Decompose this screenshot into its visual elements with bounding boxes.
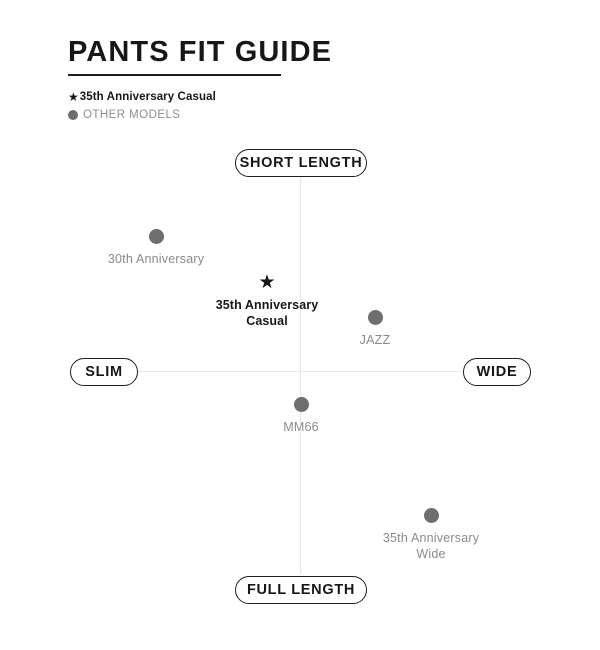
data-point-30th-anniversary: 30th Anniversary (66, 229, 246, 267)
axis-label-slim: SLIM (70, 358, 138, 386)
data-point-35th-anniversary-casual: ★ 35th Anniversary Casual (177, 272, 357, 329)
data-point-label: 35th Anniversary Casual (215, 298, 319, 328)
data-point-mm66: MM66 (211, 397, 391, 435)
data-point-35th-anniversary-wide: 35th Anniversary Wide (341, 508, 521, 562)
star-icon: ★ (258, 272, 276, 293)
legend-item-primary: ★ 35th Anniversary Casual (68, 89, 216, 104)
legend-label-primary: 35th Anniversary Casual (79, 90, 216, 103)
page-title: PANTS FIT GUIDE (68, 36, 333, 68)
axis-label-short-length: SHORT LENGTH (235, 149, 367, 177)
axis-label-wide: WIDE (463, 358, 531, 386)
star-icon: ★ (68, 89, 79, 104)
data-point-jazz: JAZZ (285, 310, 465, 348)
circle-marker-icon (68, 109, 78, 120)
horizontal-axis-line (104, 371, 496, 373)
legend-label-other: OTHER MODELS (83, 108, 181, 121)
data-point-label: JAZZ (359, 333, 391, 347)
data-point-label: 35th Anniversary Wide (382, 531, 480, 561)
circle-marker-icon (423, 508, 439, 523)
title-underline-divider (68, 74, 281, 76)
data-point-label: 30th Anniversary (107, 252, 205, 266)
chart-legend: ★ 35th Anniversary Casual OTHER MODELS (68, 89, 216, 125)
circle-marker-icon (148, 229, 164, 244)
axis-label-full-length: FULL LENGTH (235, 576, 367, 604)
legend-item-other: OTHER MODELS (68, 107, 216, 122)
vertical-axis-line (300, 178, 302, 574)
circle-marker-icon (367, 310, 383, 325)
title-block: PANTS FIT GUIDE (68, 38, 368, 76)
data-point-label: MM66 (283, 420, 319, 434)
circle-marker-icon (293, 397, 309, 412)
